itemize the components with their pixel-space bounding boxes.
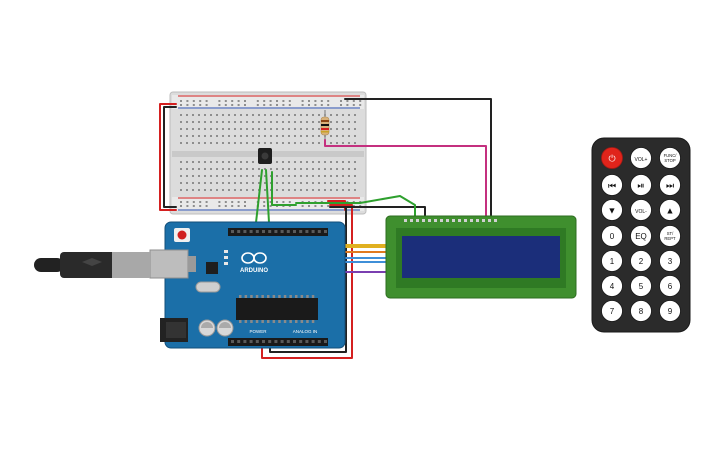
lcd-screen [402,236,560,278]
remote-button-label: EQ [635,232,647,241]
arduino-logo-icon [241,252,267,264]
remote-button-label: 4 [610,282,615,291]
remote-button-label: 1 [610,257,615,266]
wire-black-top [344,98,492,219]
remote-button-zero[interactable]: 0 [601,225,623,247]
wire-magenta [324,139,487,219]
arduino-uno[interactable]: ARDUINO POWER ANALOG IN [149,221,346,349]
remote-button-eq[interactable]: EQ [630,225,652,247]
prev-icon: ⏮ [608,181,616,191]
remote-button-six[interactable]: 6 [659,275,681,297]
play-pause-icon: ⏯ [637,181,644,191]
lcd-module[interactable] [385,215,577,299]
analog-in-label: ANALOG IN [293,329,318,334]
remote-button-label: 5 [639,282,644,291]
remote-button-four[interactable]: 4 [601,275,623,297]
next-icon: ⏭ [666,181,674,191]
remote-button-label: VOL- [635,209,647,215]
remote-button-down[interactable]: ▼ [601,199,623,221]
remote-button-func-stop[interactable]: FUNC/STOP [659,147,681,169]
wire-red-left [159,103,177,211]
down-icon: ▼ [608,206,617,216]
remote-button-label: FUNC/ [664,153,678,158]
remote-button-power[interactable]: ⏻ [601,147,623,169]
remote-button-label: 7 [610,307,615,316]
remote-button-label: 9 [668,307,673,316]
atmega-chip [236,298,318,320]
remote-button-nine[interactable]: 9 [659,300,681,322]
remote-button-st-rept[interactable]: ST/REPT [659,225,681,247]
remote-button-label: VOL+ [635,157,648,163]
remote-button-label: ST/ [667,231,674,236]
remote-button-two[interactable]: 2 [630,250,652,272]
power-icon: ⏻ [608,154,615,164]
arduino-logo-text: ARDUINO [240,268,268,274]
wire-black-left [163,106,177,208]
resistor[interactable] [320,110,330,140]
remote-button-five[interactable]: 5 [630,275,652,297]
remote-button-vol-up[interactable]: VOL+ [630,147,652,169]
ir-remote[interactable]: ⏻ VOL+ FUNC/STOP ⏮ ⏯ ⏭ ▼ VOL- ▲ 0 EQ ST/REPT 1 2 3 4 5 6 7… [591,137,691,333]
remote-button-prev[interactable]: ⏮ [601,174,623,196]
remote-button-up[interactable]: ▲ [659,199,681,221]
remote-button-eight[interactable]: 8 [630,300,652,322]
usb-cable [34,252,150,278]
remote-button-label: 2 [639,257,644,266]
remote-button-vol-down[interactable]: VOL- [630,199,652,221]
remote-button-label: 8 [639,307,644,316]
remote-button-label: 0 [610,232,615,241]
remote-button-three[interactable]: 3 [659,250,681,272]
wire-green-4 [295,195,416,219]
power-label: POWER [249,329,267,334]
remote-button-label: STOP [664,158,676,163]
remote-button-play-pause[interactable]: ⏯ [630,174,652,196]
remote-button-next[interactable]: ⏭ [659,174,681,196]
ir-receiver[interactable] [258,148,272,164]
remote-button-label: 6 [668,282,673,291]
usb-port [149,249,189,279]
remote-button-seven[interactable]: 7 [601,300,623,322]
remote-button-label: 3 [668,257,673,266]
up-icon: ▲ [666,206,675,216]
wire-black-lcd [329,206,426,219]
wire-green-3 [271,171,297,206]
remote-button-label: REPT [664,236,676,241]
remote-button-one[interactable]: 1 [601,250,623,272]
